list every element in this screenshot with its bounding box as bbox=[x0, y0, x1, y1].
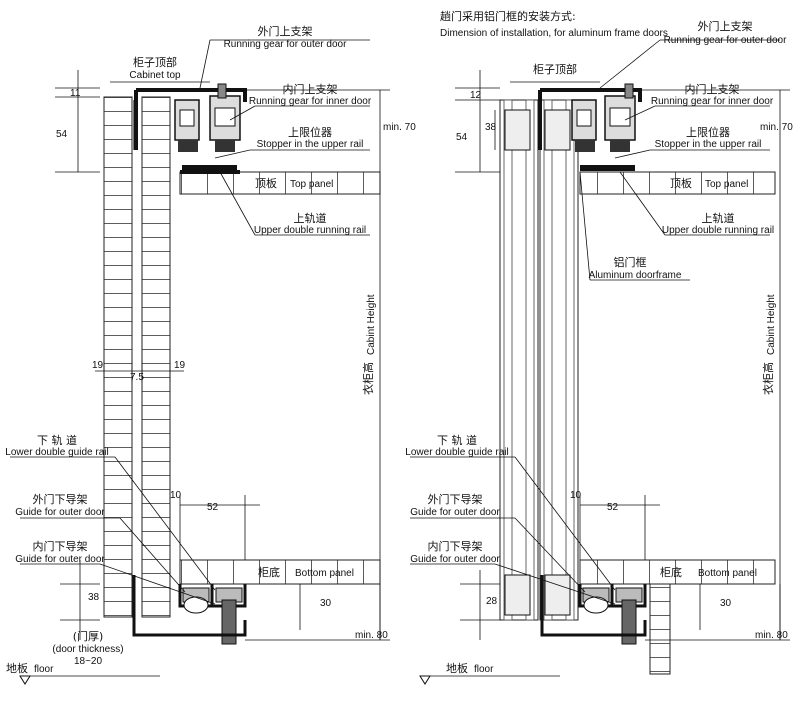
left-lower-rail-en: Lower double guide rail bbox=[5, 447, 108, 458]
right-outer-guide-en: Guide for outer door bbox=[410, 507, 500, 518]
left-cabinet-height-en: Cabint Height bbox=[366, 294, 377, 355]
left-dim-min70-vis: min. 70 bbox=[383, 122, 416, 133]
left-dim-19b: 19 bbox=[174, 360, 186, 371]
right-upper-rail-en: Upper double running rail bbox=[662, 225, 774, 236]
left-inner-gear-en: Running gear for inner door bbox=[249, 96, 372, 107]
left-dim-52: 52 bbox=[207, 502, 219, 513]
right-top-panel-cn: 顶板 bbox=[670, 176, 692, 190]
right-cabinet-height-en: Cabint Height bbox=[766, 294, 777, 355]
right-top-panel-en: Top panel bbox=[705, 179, 748, 190]
left-door-thickness-cn: (门厚) bbox=[73, 629, 104, 643]
right-dim-30: 30 bbox=[720, 598, 732, 609]
right-lower-rail bbox=[578, 584, 647, 645]
left-bottom-panel-en: Bottom panel bbox=[295, 568, 354, 579]
right-floor-en: floor bbox=[474, 664, 494, 675]
left-dim-54: 54 bbox=[56, 129, 68, 140]
left-dim-11: 11 bbox=[70, 88, 81, 99]
left-diagram: 外门上支架 Running gear for outer door 柜子顶部 C… bbox=[5, 24, 416, 685]
right-outer-gear-cn: 外门上支架 bbox=[698, 19, 753, 33]
right-dim-10: 10 bbox=[570, 490, 582, 501]
right-stopper-en: Stopper in the upper rail bbox=[655, 139, 762, 150]
right-inner-guide-en: Guide for outer door bbox=[410, 554, 500, 565]
left-inner-door bbox=[141, 96, 171, 618]
header-title-cn: 趟门采用铝门框的安装方式: bbox=[440, 9, 576, 23]
right-diagram: 趟门采用铝门框的安装方式: Dimension of installation,… bbox=[405, 9, 793, 685]
right-bottom-panel bbox=[579, 559, 776, 585]
left-top-panel-en: Top panel bbox=[290, 179, 333, 190]
left-stopper-cn: 上限位器 bbox=[288, 125, 332, 139]
right-top-panel bbox=[579, 171, 776, 195]
left-outer-door bbox=[103, 96, 133, 618]
left-top-panel bbox=[179, 171, 381, 195]
right-inner-gear-en: Running gear for inner door bbox=[651, 96, 774, 107]
left-running-gear bbox=[174, 83, 241, 171]
right-outer-guide-cn: 外门下导架 bbox=[428, 492, 483, 506]
right-inner-gear-cn: 内门上支架 bbox=[685, 82, 740, 96]
right-outer-gear-en: Running gear for outer door bbox=[664, 35, 788, 46]
left-lower-rail bbox=[178, 584, 247, 645]
left-inner-guide-en: Guide for outer door bbox=[15, 554, 105, 565]
right-dim-min70: min. 70 bbox=[760, 122, 793, 133]
left-lower-rail-cn: 下 轨 道 bbox=[37, 433, 77, 447]
left-door-thickness-val: 18~20 bbox=[74, 656, 103, 667]
right-dim-12: 12 bbox=[470, 90, 482, 101]
right-aluminum-cn: 铝门框 bbox=[614, 255, 647, 269]
right-dim-54: 54 bbox=[456, 132, 468, 143]
left-floor-bracket bbox=[132, 575, 247, 637]
right-cabinet-height-cn: 衣柜高 bbox=[761, 362, 775, 395]
left-stopper-en: Stopper in the upper rail bbox=[257, 139, 364, 150]
right-stopper-cn: 上限位器 bbox=[686, 125, 730, 139]
right-dim-52: 52 bbox=[607, 502, 619, 513]
left-floor-en: floor bbox=[34, 664, 54, 675]
right-floor-cn: 地板 bbox=[446, 661, 468, 675]
left-outer-gear-cn: 外门上支架 bbox=[258, 24, 313, 38]
right-dim-min80: min. 80 bbox=[755, 630, 788, 641]
left-bottom-panel bbox=[179, 559, 381, 585]
left-dim-38: 38 bbox=[88, 592, 100, 603]
left-inner-guide-cn: 内门下导架 bbox=[33, 539, 88, 553]
left-dim-10: 10 bbox=[170, 490, 182, 501]
left-outer-guide-en: Guide for outer door bbox=[15, 507, 105, 518]
left-cabinet-top-en: Cabinet top bbox=[129, 70, 181, 81]
left-upper-rail-cn: 上轨道 bbox=[294, 211, 327, 225]
right-dim-38: 38 bbox=[485, 122, 497, 133]
left-outer-gear-en: Running gear for outer door bbox=[224, 39, 348, 50]
left-dim-min80: min. 80 bbox=[355, 630, 388, 641]
left-door-thickness-en: (door thickness) bbox=[52, 644, 123, 655]
left-floor-cn: 地板 bbox=[6, 661, 28, 675]
left-dim-75: 7.5 bbox=[130, 372, 144, 383]
right-upper-rail-cn: 上轨道 bbox=[702, 211, 735, 225]
left-upper-rail-en: Upper double running rail bbox=[254, 225, 366, 236]
left-dim-30: 30 bbox=[320, 598, 332, 609]
right-cabinet-top-cn: 柜子顶部 bbox=[533, 62, 577, 76]
right-running-gear bbox=[571, 83, 636, 171]
right-aluminum-en: Aluminum doorframe bbox=[589, 270, 682, 281]
right-lower-rail-en: Lower double guide rail bbox=[405, 447, 508, 458]
left-dim-19a: 19 bbox=[92, 360, 104, 371]
right-bottom-panel-cn: 柜底 bbox=[660, 565, 682, 579]
right-bottom-panel-en: Bottom panel bbox=[698, 568, 757, 579]
header-title-en: Dimension of installation, for aluminum … bbox=[440, 28, 668, 39]
left-inner-gear-cn: 内门上支架 bbox=[283, 82, 338, 96]
left-cabinet-top-cn: 柜子顶部 bbox=[133, 55, 177, 69]
left-bottom-panel-cn: 柜底 bbox=[258, 565, 280, 579]
left-cabinet-height-cn: 衣柜高 bbox=[361, 362, 375, 395]
right-floor-bracket bbox=[540, 575, 647, 637]
left-top-panel-cn: 顶板 bbox=[255, 176, 277, 190]
right-inner-guide-cn: 内门下导架 bbox=[428, 539, 483, 553]
left-outer-guide-cn: 外门下导架 bbox=[33, 492, 88, 506]
right-lower-rail-cn: 下 轨 道 bbox=[437, 433, 477, 447]
right-dim-28: 28 bbox=[486, 596, 498, 607]
